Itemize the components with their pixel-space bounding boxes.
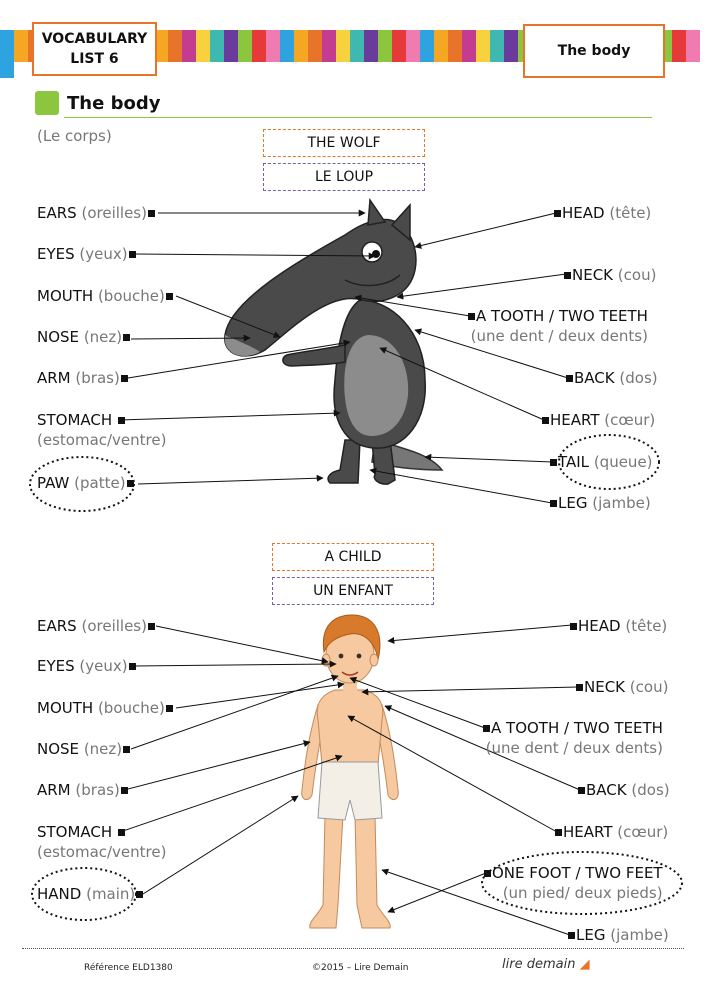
paw-highlight-circle — [29, 456, 135, 512]
wolf-label-ears: EARS (oreilles) — [37, 203, 156, 223]
badge-line-1: VOCABULARY — [41, 31, 148, 47]
vocabulary-list-badge: VOCABULARY LIST 6 — [32, 22, 157, 76]
publisher-logo: lire demain ◢ — [502, 957, 590, 972]
child-label-stomach: STOMACH (estomac/ventre) — [37, 823, 167, 861]
section-marker-icon — [35, 91, 59, 115]
wolf-label-neck: NECK (cou) — [563, 265, 656, 285]
section-subtitle: (Le corps) — [37, 127, 112, 145]
child-label-ears: EARS (oreilles) — [37, 616, 156, 636]
wolf-arm — [282, 344, 346, 367]
wolf-label-paw: PAW (patte) — [37, 473, 135, 493]
child-leg-right — [354, 814, 391, 929]
feet-highlight-circle — [481, 851, 683, 915]
child-label-feet: ONE FOOT / TWO FEET(un pied/ deux pieds) — [483, 863, 663, 903]
child-illustration — [301, 614, 399, 929]
wolf-label-tail: TAIL (queue) — [549, 452, 653, 472]
section-title: The body — [67, 93, 161, 114]
wolf-title-fr: LE LOUP — [263, 163, 425, 191]
child-label-heart: HEART (cœur) — [554, 822, 668, 842]
footer-copyright: ©2015 – Lire Demain — [312, 963, 409, 973]
child-label-nose: NOSE (nez) — [37, 739, 131, 759]
wolf-label-stomach: STOMACH (estomac/ventre) — [37, 411, 167, 449]
hand-highlight-circle — [31, 867, 137, 921]
topic-badge: The body — [523, 24, 665, 78]
child-title-fr: UN ENFANT — [272, 577, 434, 605]
wolf-smile — [344, 274, 401, 287]
wolf-label-eyes: EYES (yeux) — [37, 244, 137, 264]
child-shorts — [317, 761, 383, 821]
wolf-label-nose: NOSE (nez) — [37, 327, 131, 347]
child-label-eyes: EYES (yeux) — [37, 656, 137, 676]
child-label-back: BACK (dos) — [577, 780, 670, 800]
child-pointers — [119, 624, 581, 936]
child-leg-left — [309, 814, 344, 929]
wolf-label-heart: HEART (cœur) — [541, 410, 655, 430]
wolf-label-back: BACK (dos) — [565, 368, 658, 388]
badge-line-2: LIST 6 — [70, 51, 119, 67]
footer-reference: Référence ELD1380 — [84, 963, 173, 973]
footer-divider — [22, 948, 684, 949]
tail-highlight-circle — [558, 434, 660, 490]
wolf-label-arm: ARM (bras) — [37, 368, 129, 388]
wolf-ear-right — [390, 203, 411, 242]
wolf-leg-left — [327, 439, 361, 484]
child-label-teeth: A TOOTH / TWO TEETH(une dent / deux dent… — [482, 718, 663, 758]
wolf-ear-left — [367, 197, 387, 226]
wolf-belly — [344, 335, 409, 436]
wolf-label-teeth: A TOOTH / TWO TEETH(une dent / deux dent… — [467, 306, 648, 346]
child-label-hand: HAND (main) — [37, 884, 144, 904]
wolf-label-leg: LEG (jambe) — [549, 493, 651, 513]
wolf-title-en: THE WOLF — [263, 129, 425, 157]
wolf-illustration — [224, 197, 444, 485]
wolf-label-head: HEAD (tête) — [553, 203, 651, 223]
child-label-mouth: MOUTH (bouche) — [37, 698, 174, 718]
child-torso — [316, 689, 384, 766]
section-underline — [64, 117, 652, 118]
child-title-en: A CHILD — [272, 543, 434, 571]
child-label-head: HEAD (tête) — [569, 616, 667, 636]
child-label-neck: NECK (cou) — [575, 677, 668, 697]
child-label-leg: LEG (jambe) — [567, 925, 669, 945]
wolf-label-mouth: MOUTH (bouche) — [37, 286, 174, 306]
wolf-pointers — [119, 209, 569, 504]
child-label-arm: ARM (bras) — [37, 780, 129, 800]
wolf-snout-light — [224, 335, 260, 356]
